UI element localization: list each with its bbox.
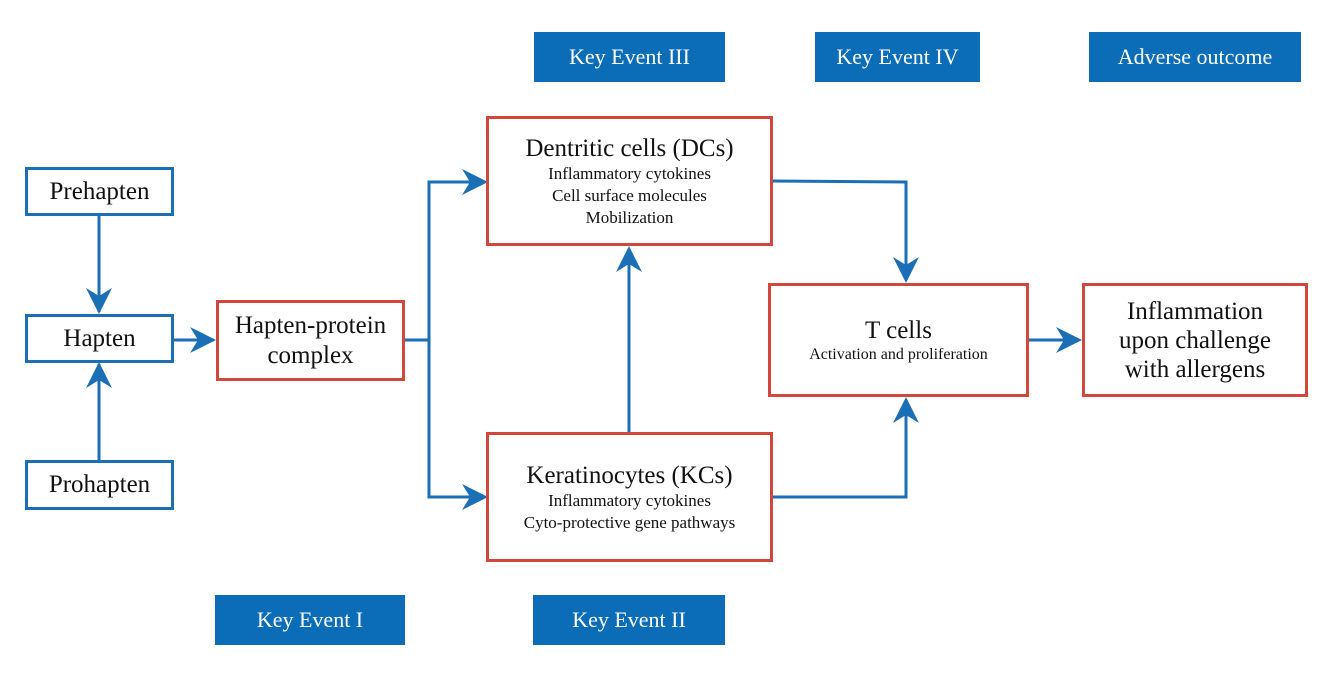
node-title: T cells — [865, 316, 932, 344]
node-line: with allergens — [1124, 355, 1266, 383]
node-keratinocytes: Keratinocytes (KCs) Inflammatory cytokin… — [486, 432, 773, 562]
label-text: Adverse outcome — [1117, 44, 1273, 69]
node-prehapten: Prehapten — [25, 167, 174, 216]
edge-keratinocytes-tcells — [771, 400, 908, 499]
node-line: complex — [267, 341, 354, 369]
arrowhead-down-icon — [893, 257, 919, 283]
node-detail: Mobilization — [585, 207, 674, 227]
node-detail: Activation and proliferation — [809, 345, 988, 363]
node-prohapten: Prohapten — [25, 460, 174, 510]
node-title: Prohapten — [48, 471, 151, 498]
node-dendritic-cells: Dentritic cells (DCs) Inflammatory cytok… — [486, 116, 773, 246]
node-title: Dentritic cells (DCs) — [525, 134, 734, 162]
label-adverse-outcome: Adverse outcome — [1089, 32, 1301, 82]
edge-dendritic-tcells — [770, 179, 908, 278]
arrowhead-right-icon — [1056, 327, 1082, 353]
arrowhead-up-icon — [616, 246, 642, 272]
arrowhead-right-icon — [190, 327, 216, 353]
node-line: Hapten-protein — [234, 311, 387, 339]
node-detail: Inflammatory cytokines — [548, 490, 711, 510]
label-key-event-2: Key Event II — [533, 595, 725, 645]
edge-fork-keratinocytes — [427, 340, 484, 499]
label-text: Key Event III — [569, 44, 690, 69]
node-t-cells: T cells Activation and proliferation — [768, 283, 1029, 397]
node-detail: Inflammatory cytokines — [548, 163, 711, 183]
arrowhead-up-icon — [86, 362, 112, 388]
node-detail: Cyto-protective gene pathways — [523, 512, 736, 532]
arrowhead-right-icon — [462, 169, 488, 195]
node-title: Keratinocytes (KCs) — [526, 461, 733, 489]
label-key-event-3: Key Event III — [534, 32, 725, 82]
node-inflammation: Inflammation upon challenge with allerge… — [1082, 283, 1308, 397]
node-hapten: Hapten — [25, 314, 174, 363]
node-line: Inflammation — [1126, 297, 1264, 325]
node-hapten-protein-complex: Hapten-protein complex — [216, 300, 405, 381]
arrowhead-down-icon — [86, 288, 112, 314]
node-line: upon challenge — [1118, 326, 1272, 354]
arrowhead-right-icon — [462, 484, 488, 510]
label-key-event-4: Key Event IV — [815, 32, 980, 82]
label-text: Key Event I — [256, 607, 364, 632]
node-detail: Cell surface molecules — [552, 185, 707, 205]
label-text: Key Event IV — [836, 44, 959, 69]
arrowhead-up-icon — [893, 397, 919, 423]
label-key-event-1: Key Event I — [215, 595, 405, 645]
edge-fork-dendritic — [427, 180, 484, 340]
node-title: Prehapten — [49, 177, 150, 205]
label-text: Key Event II — [572, 607, 686, 632]
node-title: Hapten — [63, 324, 136, 352]
